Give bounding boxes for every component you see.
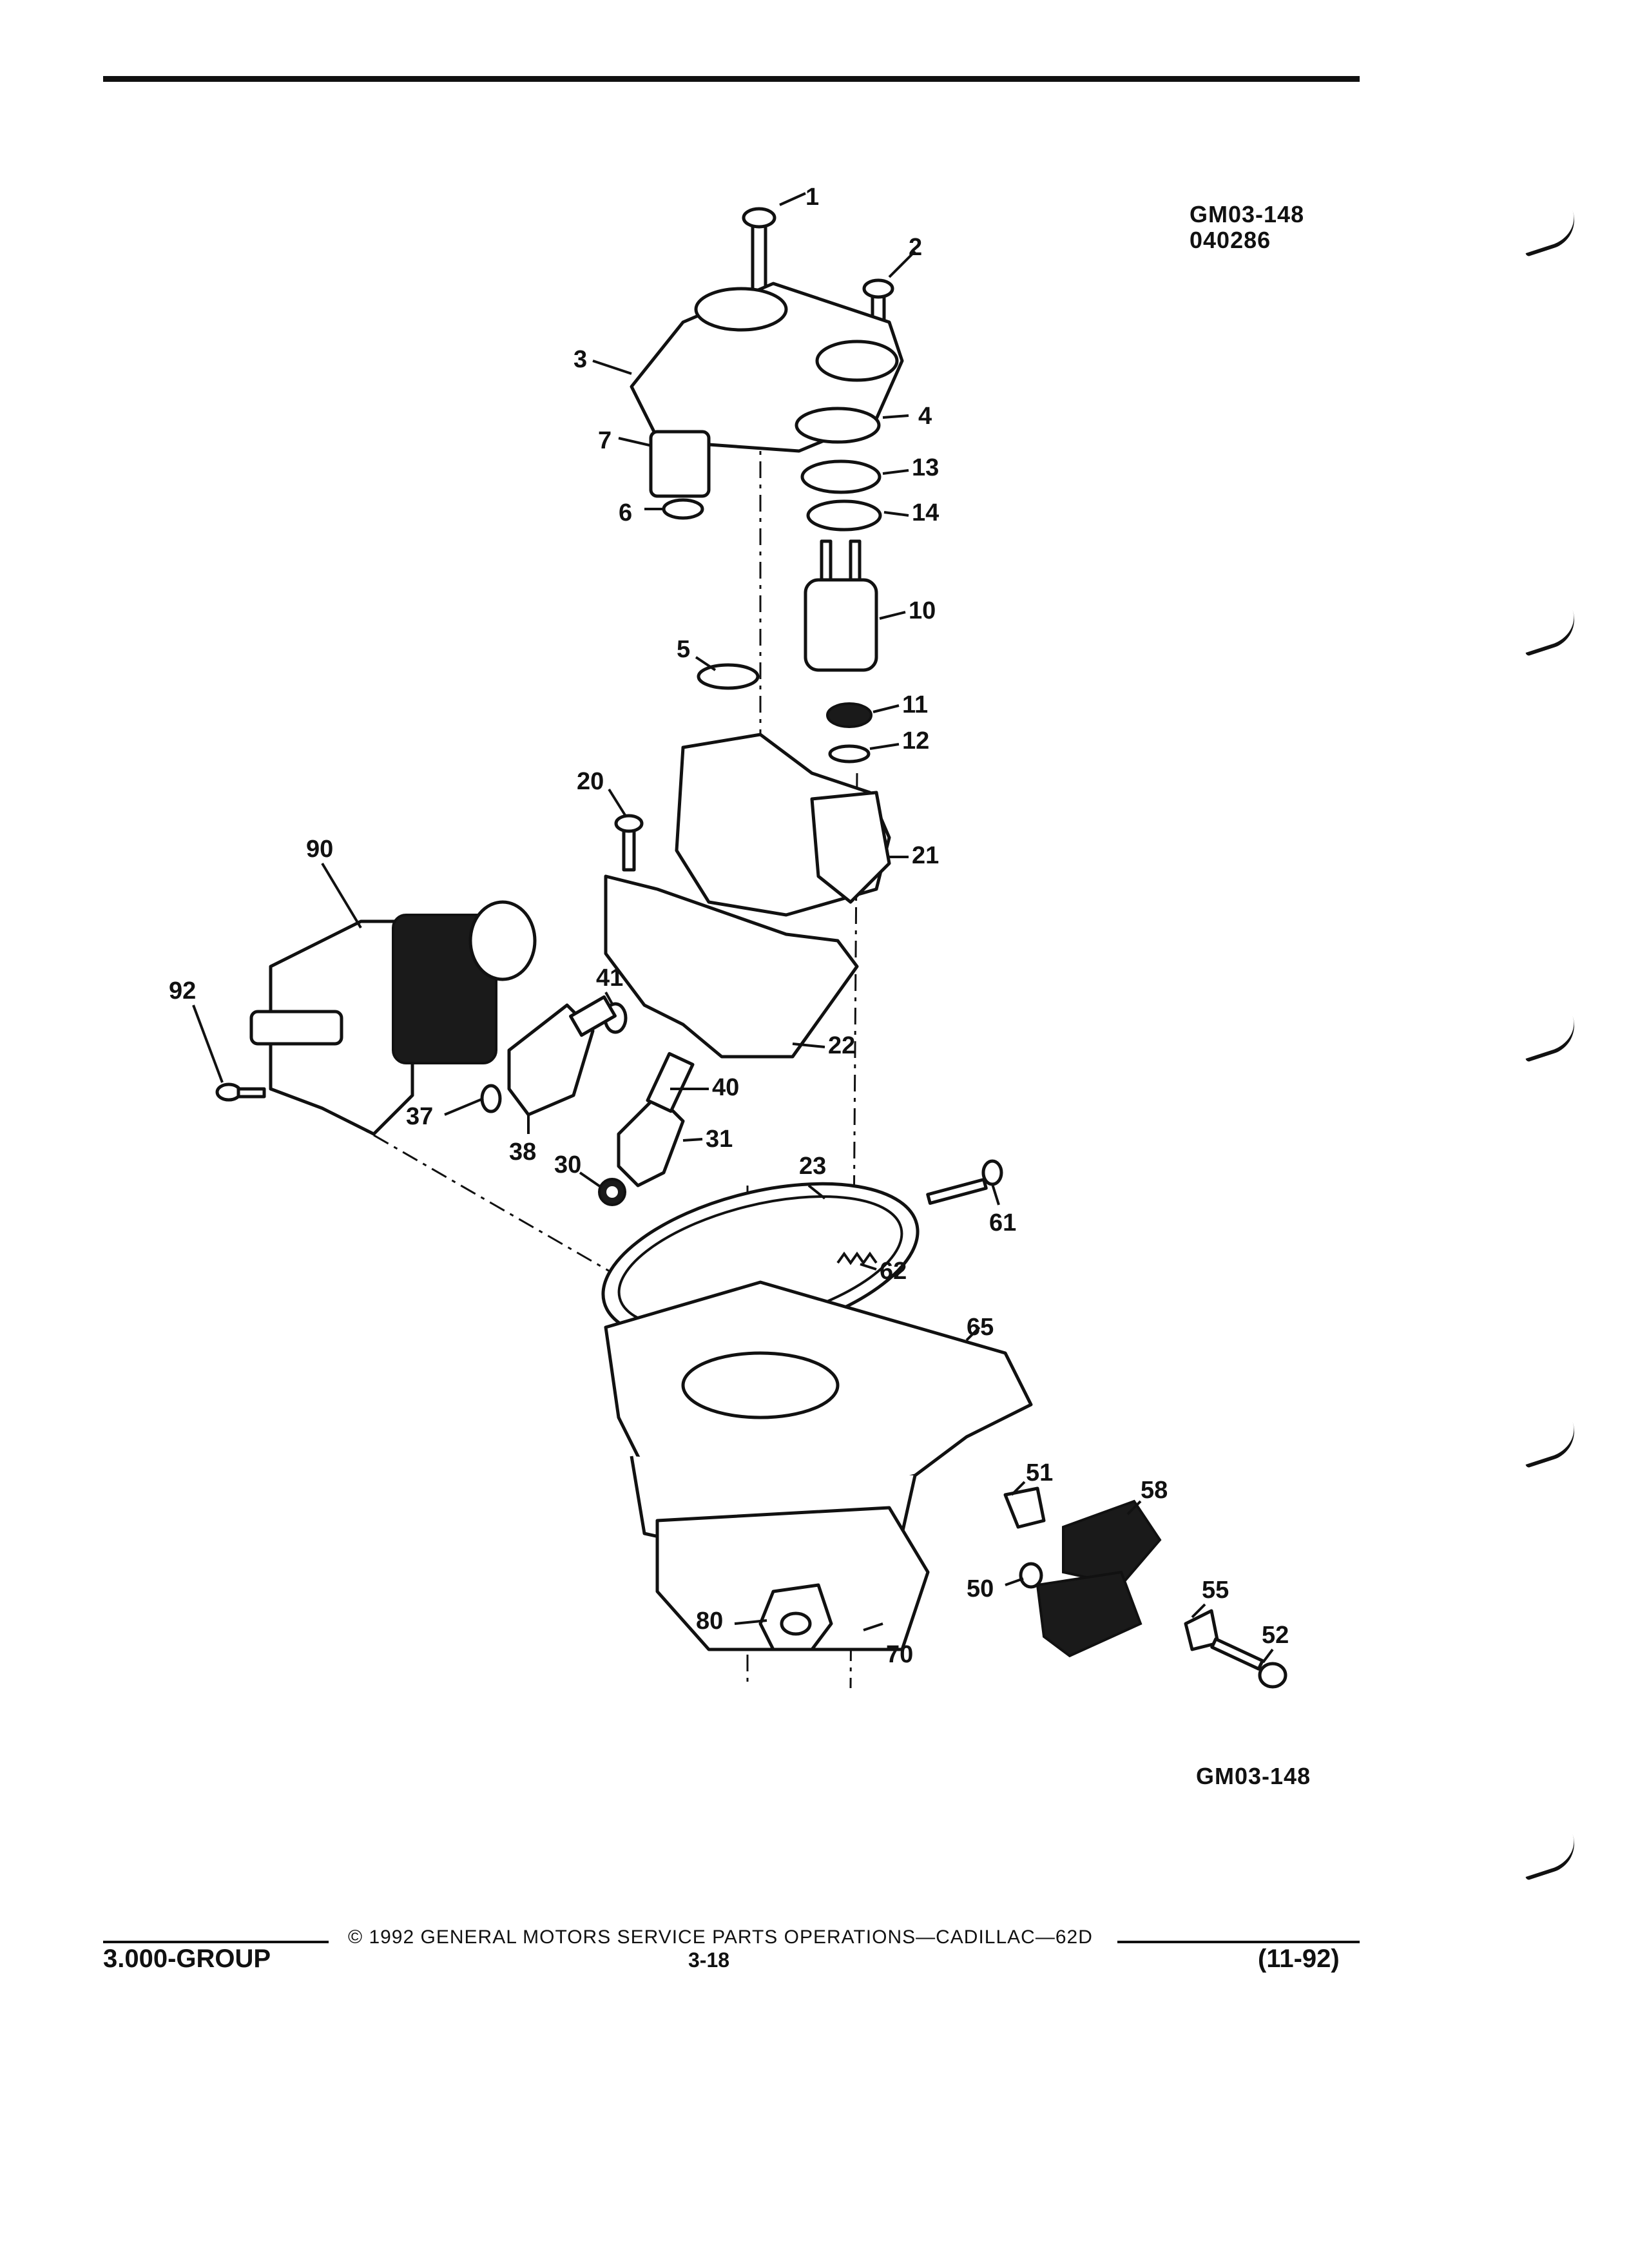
part-screw-52 bbox=[1210, 1637, 1287, 1689]
part-screw-20 bbox=[614, 814, 644, 872]
part-gasket-4 bbox=[795, 407, 881, 444]
top-rule bbox=[103, 76, 1360, 82]
callout-51: 51 bbox=[1026, 1459, 1053, 1486]
footer-rule-right bbox=[1117, 1941, 1360, 1943]
part-fitting-38 bbox=[507, 995, 617, 1117]
callout-12: 12 bbox=[902, 727, 929, 754]
callout-31: 31 bbox=[706, 1126, 733, 1153]
callout-50: 50 bbox=[967, 1575, 994, 1602]
figure-code-top-1: GM03-148 bbox=[1190, 201, 1305, 227]
callout-14: 14 bbox=[912, 499, 939, 526]
part-screw-92 bbox=[215, 1082, 266, 1102]
part-motor-90 bbox=[249, 900, 537, 1136]
callout-10: 10 bbox=[909, 597, 936, 624]
callout-4: 4 bbox=[918, 403, 932, 430]
footer-date: (11-92) bbox=[1258, 1945, 1340, 1973]
part-screw-50 bbox=[1019, 1562, 1043, 1589]
callout-41: 41 bbox=[596, 965, 623, 992]
callout-7: 7 bbox=[598, 427, 612, 454]
callout-1: 1 bbox=[805, 184, 819, 211]
footer-page-number: 3-18 bbox=[688, 1948, 730, 1972]
callout-30: 30 bbox=[554, 1151, 581, 1178]
callout-52: 52 bbox=[1262, 1622, 1289, 1649]
part-injector-10 bbox=[804, 539, 878, 672]
footer-copyright: © 1992 GENERAL MOTORS SERVICE PARTS OPER… bbox=[348, 1927, 1093, 1948]
part-fitting-31 bbox=[617, 1052, 695, 1187]
part-oring-13 bbox=[800, 459, 882, 494]
part-gasket-22 bbox=[604, 874, 859, 1059]
figure-code-bottom: GM03-148 bbox=[1196, 1763, 1311, 1789]
part-37 bbox=[480, 1084, 502, 1113]
figure-code-top-2: 040286 bbox=[1190, 227, 1271, 253]
callout-92: 92 bbox=[169, 977, 196, 1004]
part-12 bbox=[828, 744, 871, 764]
callout-2: 2 bbox=[909, 234, 922, 261]
callout-70: 70 bbox=[886, 1641, 913, 1668]
callout-3: 3 bbox=[574, 346, 587, 373]
part-meter-body-21 bbox=[675, 733, 891, 917]
callout-80: 80 bbox=[696, 1608, 723, 1635]
callout-61: 61 bbox=[989, 1209, 1016, 1236]
callout-20: 20 bbox=[577, 768, 604, 795]
part-6 bbox=[662, 498, 704, 520]
callout-62: 62 bbox=[880, 1258, 907, 1285]
callout-22: 22 bbox=[828, 1032, 855, 1059]
footer-group: 3.000-GROUP bbox=[103, 1945, 271, 1973]
part-gasket-70 bbox=[655, 1506, 930, 1651]
part-screw-61 bbox=[926, 1159, 1003, 1205]
callout-38: 38 bbox=[509, 1139, 536, 1166]
part-spring-62 bbox=[836, 1251, 878, 1265]
centerline-left bbox=[315, 1100, 651, 1296]
callout-5: 5 bbox=[677, 636, 690, 663]
part-5 bbox=[697, 663, 760, 690]
footer-rule-left bbox=[103, 1941, 329, 1943]
part-oring-14 bbox=[806, 499, 882, 532]
part-sensor-58 bbox=[1036, 1499, 1162, 1658]
callout-21: 21 bbox=[912, 842, 939, 869]
callout-6: 6 bbox=[619, 499, 632, 526]
callout-40: 40 bbox=[712, 1074, 739, 1101]
callout-23: 23 bbox=[799, 1153, 826, 1180]
part-7 bbox=[649, 430, 711, 498]
callout-55: 55 bbox=[1202, 1577, 1229, 1604]
callout-11: 11 bbox=[902, 691, 928, 718]
callout-13: 13 bbox=[912, 454, 939, 481]
part-fitting-80 bbox=[758, 1583, 833, 1651]
part-bracket-51 bbox=[1003, 1486, 1046, 1529]
part-11 bbox=[826, 702, 872, 728]
callout-58: 58 bbox=[1141, 1477, 1168, 1504]
callout-37: 37 bbox=[406, 1103, 433, 1130]
callout-65: 65 bbox=[967, 1314, 994, 1341]
callout-90: 90 bbox=[306, 836, 333, 863]
